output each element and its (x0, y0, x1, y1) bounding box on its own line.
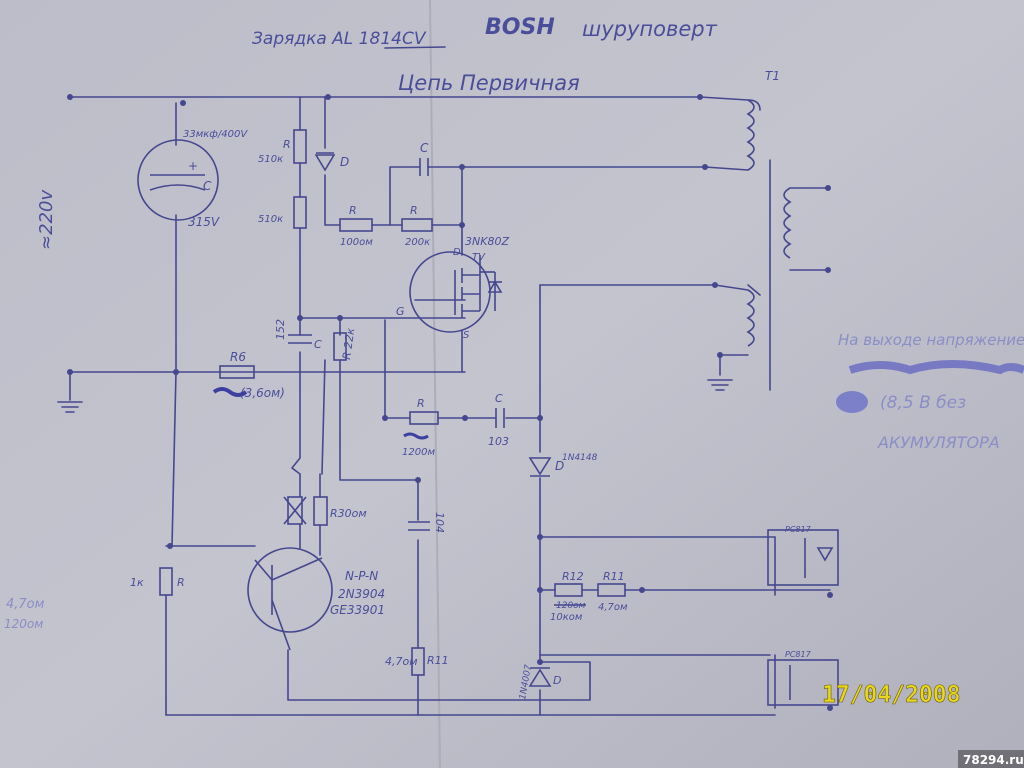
svg-text:R30ом: R30ом (330, 507, 367, 520)
svg-text:C: C (420, 141, 429, 155)
optocoupler-bottom: PC817 (767, 650, 839, 706)
resistor-1200: R 1200м (402, 397, 439, 458)
svg-text:R: R (417, 397, 425, 410)
svg-text:1к: 1к (130, 576, 144, 589)
mosfet: 3NK80Z D TV G S (396, 235, 509, 341)
svg-text:152: 152 (274, 319, 287, 340)
svg-text:510к: 510к (258, 214, 283, 225)
junctions (67, 94, 833, 711)
resistor-510k-mid: 510к (258, 196, 307, 229)
main-capacitor-rating: 33мкф/400V (183, 129, 248, 140)
svg-text:PC817: PC817 (785, 650, 812, 659)
svg-text:1N4148: 1N4148 (562, 453, 598, 463)
svg-text:120ом: 120ом (4, 617, 43, 631)
svg-text:4,7ом: 4,7ом (6, 597, 45, 612)
npn-transistor: N-P-N 2N3904 GE33901 (247, 547, 385, 651)
svg-text:R6: R6 (230, 350, 246, 364)
svg-text:200к: 200к (405, 237, 430, 248)
svg-text:104: 104 (433, 512, 446, 533)
left-note: 4,7ом 120ом (4, 597, 45, 631)
paper-fold (429, 0, 441, 768)
svg-text:D: D (453, 247, 461, 258)
svg-text:D: D (340, 155, 349, 169)
capacitor-152: 152 C (274, 319, 322, 351)
svg-text:10ком: 10ком (550, 612, 583, 623)
resistor-22k: R 22к (333, 327, 357, 361)
capacitor-104: 104 (408, 512, 446, 533)
svg-text:C: C (495, 392, 503, 405)
main-capacitor-letter: C (203, 179, 212, 193)
capacitor-top: C (419, 141, 429, 176)
svg-text:GE33901: GE33901 (330, 603, 385, 617)
svg-text:4,7ом: 4,7ом (385, 655, 418, 668)
svg-text:4,7ом: 4,7ом (598, 602, 628, 613)
svg-text:R 22к: R 22к (340, 327, 357, 361)
resistor-30om: R30ом (313, 496, 367, 526)
svg-text:T1: T1 (765, 69, 780, 83)
svg-text:На выходе напряжение: На выходе напряжение (838, 331, 1024, 349)
crossed-resistor (283, 496, 307, 525)
svg-text:D: D (555, 459, 564, 473)
transformer: T1 (746, 69, 792, 347)
title-left: Зарядка AL 1814CV (252, 29, 427, 49)
svg-text:78294.ru: 78294.ru (963, 753, 1024, 767)
resistor-r6: R6 (3,6ом) (212, 350, 285, 400)
header: Зарядка AL 1814CV BOSH шуруповерт Цепь П… (252, 15, 718, 95)
resistor-1k: 1к R (130, 567, 185, 596)
svg-text:R: R (177, 576, 185, 589)
svg-text:103: 103 (488, 435, 509, 448)
watermark: 78294.ru (958, 750, 1024, 768)
svg-text:R12: R12 (562, 570, 584, 583)
resistor-r11-top: R11 4,7ом (597, 570, 628, 613)
svg-text:510к: 510к (258, 154, 283, 165)
date-stamp: 17/04/2008 (822, 682, 960, 708)
svg-text:R: R (283, 138, 291, 151)
svg-text:(8,5 В без: (8,5 В без (880, 393, 966, 413)
svg-text:S: S (463, 330, 470, 341)
svg-text:+: + (188, 159, 198, 173)
resistor-r12: R12 120ом 10ком (550, 570, 586, 623)
svg-text:PC817: PC817 (785, 525, 812, 534)
resistor-510k-top: R 510к (258, 129, 307, 165)
svg-text:TV: TV (472, 252, 486, 263)
title-brand: BOSH (485, 15, 555, 40)
resistor-100om: R 100ом (339, 204, 373, 248)
svg-text:АКУМУЛЯТОРА: АКУМУЛЯТОРА (877, 433, 1000, 452)
resistor-200k: R 200к (401, 204, 433, 248)
svg-text:1200м: 1200м (402, 447, 435, 458)
svg-text:R11: R11 (427, 654, 449, 667)
main-capacitor: + 33мкф/400V C 315V (137, 129, 248, 229)
subtitle: Цепь Первичная (398, 71, 580, 95)
diode-top: D (314, 152, 349, 172)
svg-text:2N3904: 2N3904 (338, 587, 385, 601)
side-note: На выходе напряжение (8,5 В без АКУМУЛЯТ… (836, 331, 1024, 452)
title-right: шуруповерт (582, 17, 718, 41)
capacitor-103: C 103 (488, 392, 509, 448)
resistor-r11-bottom: 4,7ом R11 (385, 647, 449, 676)
optocoupler-top: PC817 (767, 525, 839, 586)
mosfet-part: 3NK80Z (465, 235, 509, 248)
svg-text:N-P-N: N-P-N (345, 569, 378, 583)
mains-label: ≈220v (36, 190, 57, 250)
main-capacitor-voltage: 315V (188, 215, 220, 229)
svg-text:R: R (410, 204, 418, 217)
diode-1n4148: D 1N4148 (528, 453, 598, 477)
svg-text:120ом: 120ом (556, 601, 586, 611)
svg-text:(3,6ом): (3,6ом) (240, 386, 285, 400)
svg-text:R11: R11 (603, 570, 625, 583)
svg-text:G: G (396, 305, 405, 318)
svg-text:100ом: 100ом (340, 237, 373, 248)
svg-text:D: D (553, 674, 561, 687)
svg-text:C: C (314, 338, 322, 351)
title-underline (384, 46, 446, 49)
svg-text:R: R (349, 204, 357, 217)
